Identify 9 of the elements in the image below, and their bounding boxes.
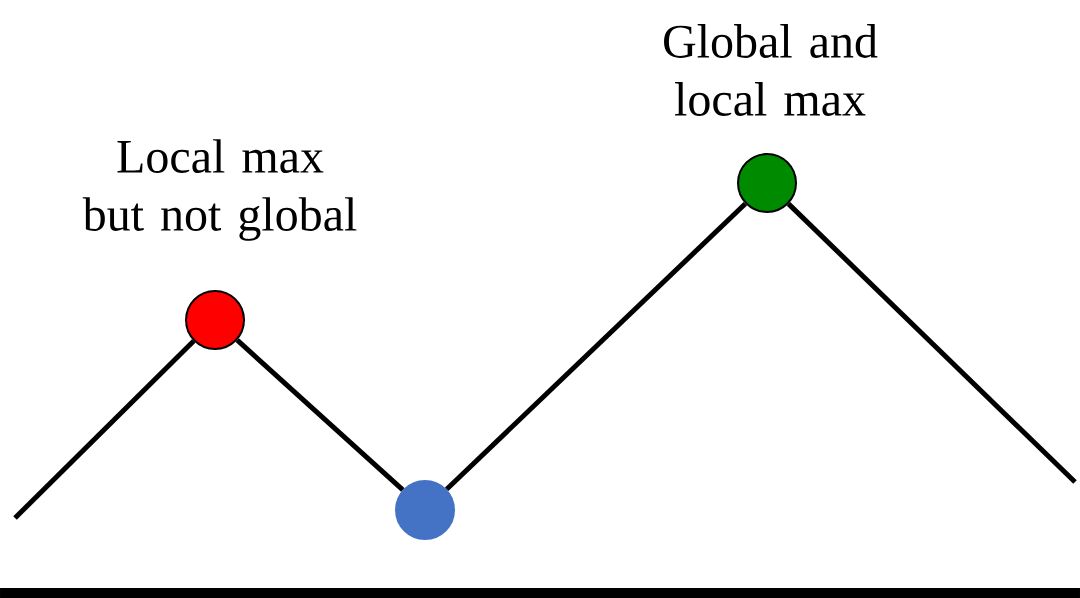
point-label: Global and local max — [664, 24, 878, 116]
line-segment — [235, 338, 405, 492]
point-marker — [185, 290, 245, 350]
line-segment — [444, 201, 748, 492]
point-marker — [737, 153, 797, 213]
point-marker — [395, 480, 455, 540]
line-segment — [13, 339, 196, 520]
line-segment — [786, 202, 1077, 484]
point-label: Local max but not global — [82, 139, 357, 241]
